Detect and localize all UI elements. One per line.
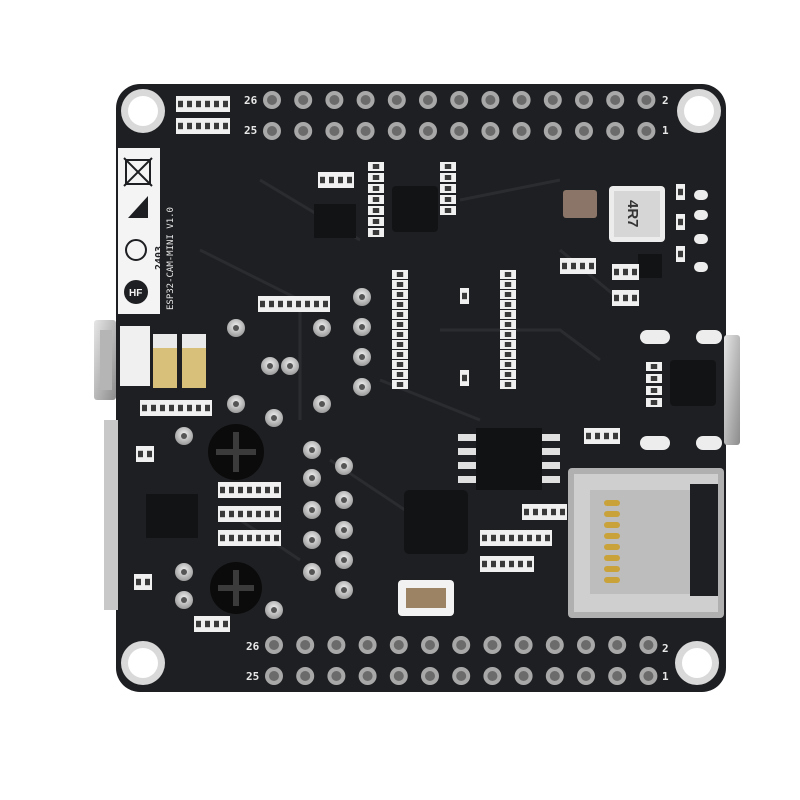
certification-panel: HF ESP32-CAM-MINI V1.0 2403 [118,148,180,314]
inductor-marking: 4R7 [624,200,641,228]
sd-contact [604,566,620,572]
esd-warning-icon [128,196,148,218]
board-name-label: ESP32-CAM-MINI V1.0 [166,207,176,310]
crystal-oscillator [398,580,454,616]
ic-chips [146,186,716,554]
ic-pin [542,448,560,455]
reset-buttons [208,424,264,614]
sd-contacts [604,500,620,583]
ic-pin [458,434,476,441]
sd-contact [604,522,620,528]
ic-pin [458,476,476,483]
ic-pin [542,476,560,483]
vias [175,288,371,619]
left-edge-connector [104,420,118,610]
sd-contact [604,511,620,517]
header-pins-top [263,91,656,140]
sd-contact [604,555,620,561]
hf-mark-label: HF [129,288,142,299]
micro-usb-connector [94,320,116,400]
sd-contact [604,500,620,506]
ic-pin [542,434,560,441]
pb-free-icon [125,239,147,261]
sd-contact [604,577,620,583]
ic-pin [458,462,476,469]
pin-label-2-top: 2 [662,94,669,107]
mounting-holes [121,89,721,685]
microsd-card-slot [568,468,724,618]
sd-contact [604,544,620,550]
smd-diodes [120,326,206,388]
pin-label-2-bottom: 2 [662,642,669,655]
ic-pin [458,448,476,455]
weee-bin-icon [123,157,153,187]
date-code-label: 2403 [154,246,165,270]
pin-label-25-bottom: 25 [246,670,259,683]
header-pins-bottom [265,636,658,685]
right-edge-connector [724,335,740,445]
right-edge-pads [640,190,722,450]
smd-components [134,96,685,632]
soic-legs [458,434,560,483]
pin-label-25-top: 25 [244,124,257,137]
power-inductor: 4R7 [609,186,665,242]
pin-label-26-top: 26 [244,94,258,107]
ic-pin [542,462,560,469]
tantalum-capacitor [563,190,597,218]
pin-label-1-top: 1 [662,124,669,137]
sd-contact [604,533,620,539]
hf-mark-icon [124,280,148,304]
pin-label-1-bottom: 1 [662,670,669,683]
pin-label-26-bottom: 26 [246,640,260,653]
